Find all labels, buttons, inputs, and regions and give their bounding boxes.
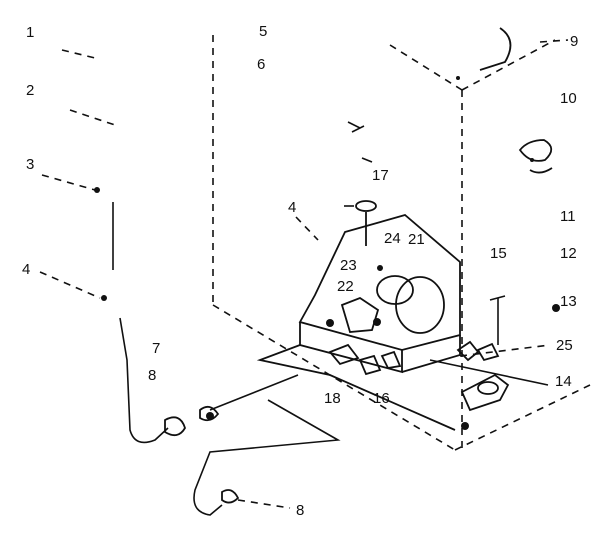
label-12: 12 — [560, 245, 577, 262]
label-24: 24 — [384, 230, 401, 247]
callout-labels: 1 2 3 4 4 5 6 7 8 8 9 10 11 12 13 14 15 … — [22, 23, 578, 519]
label-2: 2 — [26, 82, 34, 99]
base-plate — [256, 344, 549, 431]
cabinet-outline — [212, 35, 591, 451]
label-3: 3 — [26, 156, 34, 173]
label-21: 21 — [408, 231, 425, 248]
label-22: 22 — [337, 278, 354, 295]
label-8-lower: 8 — [296, 502, 304, 519]
leader-lines — [39, 39, 569, 509]
upper-tube — [479, 27, 512, 71]
label-1: 1 — [26, 24, 34, 41]
label-18: 18 — [324, 390, 341, 407]
label-4-left: 4 — [22, 261, 30, 278]
label-11: 11 — [560, 208, 576, 225]
label-13: 13 — [560, 293, 577, 310]
label-4-center: 4 — [288, 199, 296, 216]
label-6: 6 — [257, 56, 265, 73]
label-9: 9 — [570, 33, 578, 50]
label-17: 17 — [372, 167, 389, 184]
label-16: 16 — [373, 390, 390, 407]
water-tank — [298, 200, 461, 374]
label-15: 15 — [490, 245, 507, 262]
label-25: 25 — [556, 337, 573, 354]
label-8-upper: 8 — [148, 367, 156, 384]
label-7: 7 — [152, 340, 160, 357]
label-10: 10 — [560, 90, 577, 107]
label-23: 23 — [340, 257, 357, 274]
hose-assembly — [61, 49, 402, 516]
hardware-marks — [94, 76, 534, 420]
label-5: 5 — [259, 23, 267, 40]
label-14: 14 — [555, 373, 572, 390]
pump-assembly — [456, 139, 560, 412]
